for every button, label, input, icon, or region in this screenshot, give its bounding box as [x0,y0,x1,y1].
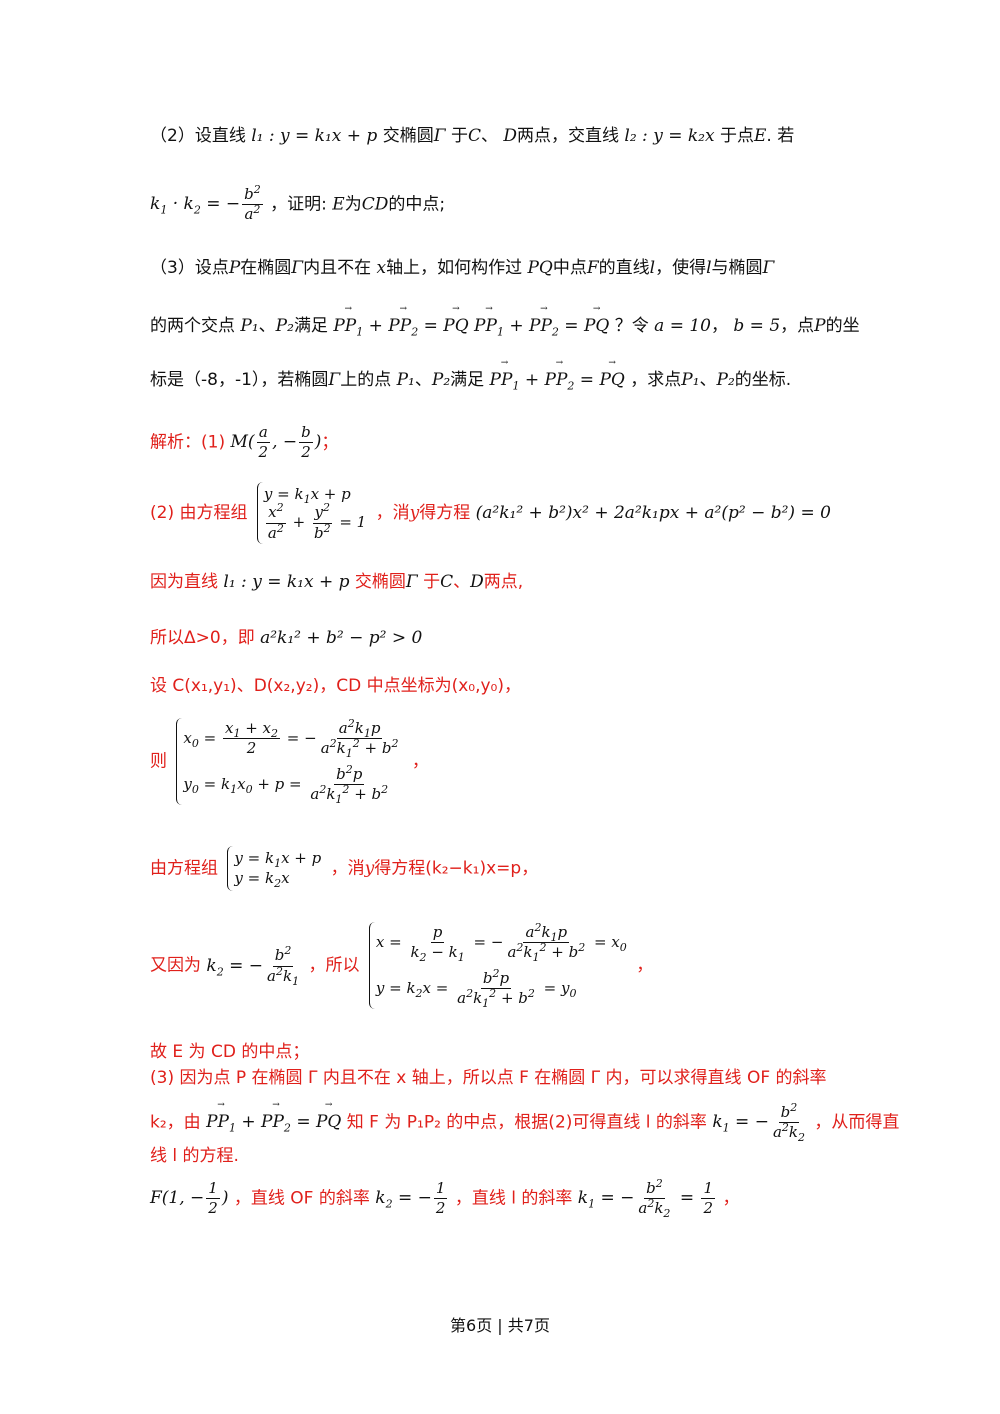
solution-4: 所以Δ>0，即 a²k₁² + b² − p² > 0 [150,628,423,648]
solution-10: (3) 因为点 P 在椭圆 Γ 内且不在 x 轴上，所以点 F 在椭圆 Γ 内，… [150,1068,827,1088]
q3-line-3: 标是（-8，-1），若椭圆Γ上的点 P₁、P₂满足 PP1 + PP2 = PQ… [150,359,791,391]
line-l2-equation: l₂ : y = k₂x [624,126,715,146]
q3-line-2: 的两个交点 P₁、P₂满足 PP1 + PP2 = PQ PP1 + PP2 =… [150,305,860,337]
solution-12: 线 l 的方程. [150,1146,239,1166]
q2-line-1: （2）设直线 l₁ : y = k₁x + p 交椭圆Γ 于C、 D两点，交直线… [150,126,795,146]
quadratic-equation: (a²k₁² + b²)x² + 2a²k₁px + a²(p² − b²) =… [475,502,831,523]
q3-line-1: （3）设点P在椭圆Γ内且不在 x轴上，如何构作过 PQ中点F的直线l，使得l与椭… [150,258,775,278]
solution-7: 由方程组 y = k1x + p y = k2x ，消y得方程(k₂−k₁)x=… [150,846,538,891]
page-footer: 第6页 | 共7页 [450,1316,550,1335]
line-l1-equation: l₁ : y = k₁x + p [251,126,378,146]
vector-equation: PP1 + PP2 = PQ [490,359,626,391]
solution-9: 故 E 为 CD 的中点； [150,1042,310,1062]
solution-5: 设 C(x₁,y₁)、D(x₂,y₂)，CD 中点坐标为(x₀,y₀)， [150,676,521,696]
vector-equation: PP1 + PP2 = PQ [333,305,469,337]
solution-11: k₂，由 PP1 + PP2 = PQ 知 F 为 P₁P₂ 的中点，根据(2)… [150,1101,899,1143]
line-system: y = k1x + p y = k2x [227,846,321,891]
vector-equation: PP1 + PP2 = PQ [474,305,610,337]
solution-3: 因为直线 l₁ : y = k₁x + p 交椭圆Γ 于C、D两点, [150,572,524,592]
